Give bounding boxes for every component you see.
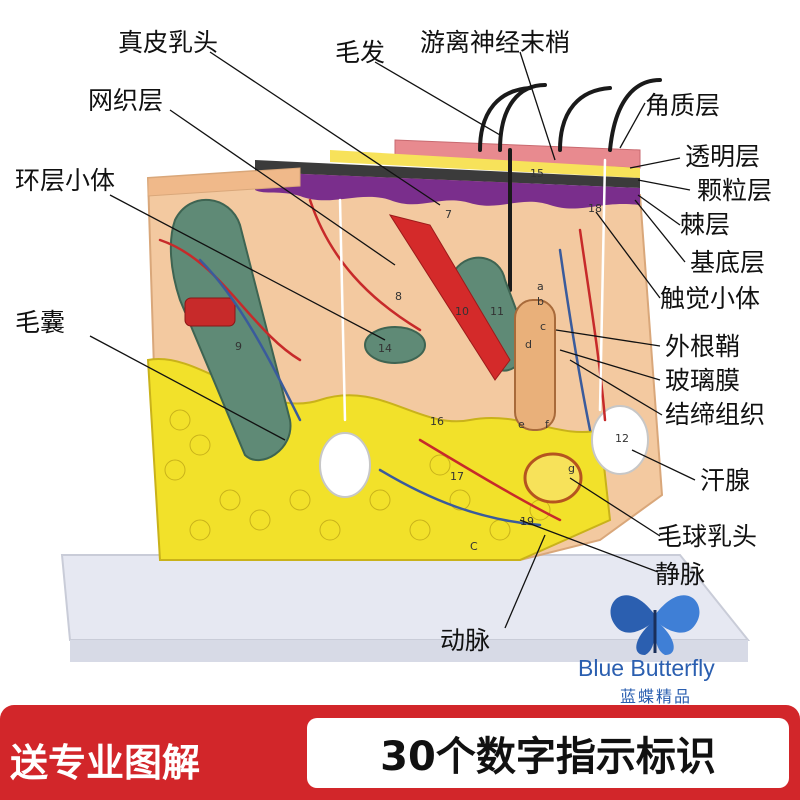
model-number-16: 16: [430, 415, 444, 428]
stratum-granulosum-layer: [255, 160, 640, 188]
brand-name-en: Blue Butterfly: [578, 655, 715, 681]
model-letter-c: c: [540, 320, 546, 333]
label-hair: 毛发: [335, 38, 386, 67]
model-number-19: 19: [520, 515, 534, 528]
label-stratum-basale: 基底层: [690, 248, 766, 277]
label-stratum-spinosum: 棘层: [680, 210, 731, 239]
banner-right-box: 30个数字指示标识: [307, 718, 789, 788]
butterfly-logo: [610, 595, 700, 655]
label-free-nerve-endings: 游离神经末梢: [420, 28, 571, 57]
label-connective-tissue: 结缔组织: [665, 400, 766, 429]
blood-vessel-cut: [184, 297, 236, 327]
brand-name-cn: 蓝蝶精品: [620, 687, 693, 706]
model-letter-a: a: [537, 280, 544, 293]
stratum-lucidum-layer: [330, 150, 640, 178]
stratum-spinosum-layer: [255, 172, 640, 209]
label-vein: 静脉: [655, 560, 706, 589]
model-number-7: 7: [445, 208, 452, 221]
label-stratum-corneum: 角质层: [645, 91, 721, 120]
banner-right-text: 30个数字指示标识: [380, 734, 716, 780]
arrector-pili-muscle: [388, 214, 511, 381]
label-outer-root-sheath: 外根鞘: [665, 332, 741, 361]
label-lamellated-corpuscle: 环层小体: [15, 166, 116, 195]
model-letter-g: g: [568, 462, 575, 475]
model-number-8: 8: [395, 290, 402, 303]
label-glassy-membrane: 玻璃膜: [665, 366, 741, 395]
model-letter-d: d: [525, 338, 532, 351]
label-sweat-gland: 汗腺: [700, 466, 751, 495]
banner-left-text: 送专业图解: [10, 741, 201, 785]
fat-cells: [164, 409, 551, 541]
model-number-15: 15: [530, 167, 544, 180]
label-reticular-layer: 网织层: [88, 86, 164, 115]
model-base-front: [70, 640, 748, 662]
model-letter-e: e: [518, 418, 525, 431]
sweat-gland-models: [319, 405, 649, 498]
model-letter-b: b: [537, 295, 544, 308]
label-stratum-lucidum: 透明层: [685, 142, 761, 171]
hair-root-bulb: [514, 299, 556, 431]
label-stratum-granulosum: 颗粒层: [697, 176, 773, 205]
model-number-9: 9: [235, 340, 242, 353]
label-artery: 动脉: [440, 626, 491, 655]
hair-bulb-papilla-model: [523, 452, 583, 504]
hair-shafts: [478, 78, 662, 292]
model-number-11: 11: [490, 305, 504, 318]
model-number-14: 14: [378, 342, 392, 355]
model-letter-C: C: [470, 540, 478, 553]
label-tactile-corpuscle: 触觉小体: [660, 284, 761, 313]
leader-lines: [89, 51, 696, 629]
vessels: [158, 158, 607, 527]
label-dermal-papilla: 真皮乳头: [118, 28, 219, 57]
model-letter-f: f: [545, 418, 550, 431]
model-number-18: 18: [588, 202, 602, 215]
label-hair-bulb-papilla: 毛球乳头: [657, 522, 758, 551]
lamellated-corpuscle-model: [364, 326, 426, 364]
epidermis-front-edge: [147, 167, 301, 197]
label-hair-follicle: 毛囊: [15, 308, 66, 337]
model-number-10: 10: [455, 305, 469, 318]
model-number-12: 12: [615, 432, 629, 445]
model-number-17: 17: [450, 470, 464, 483]
